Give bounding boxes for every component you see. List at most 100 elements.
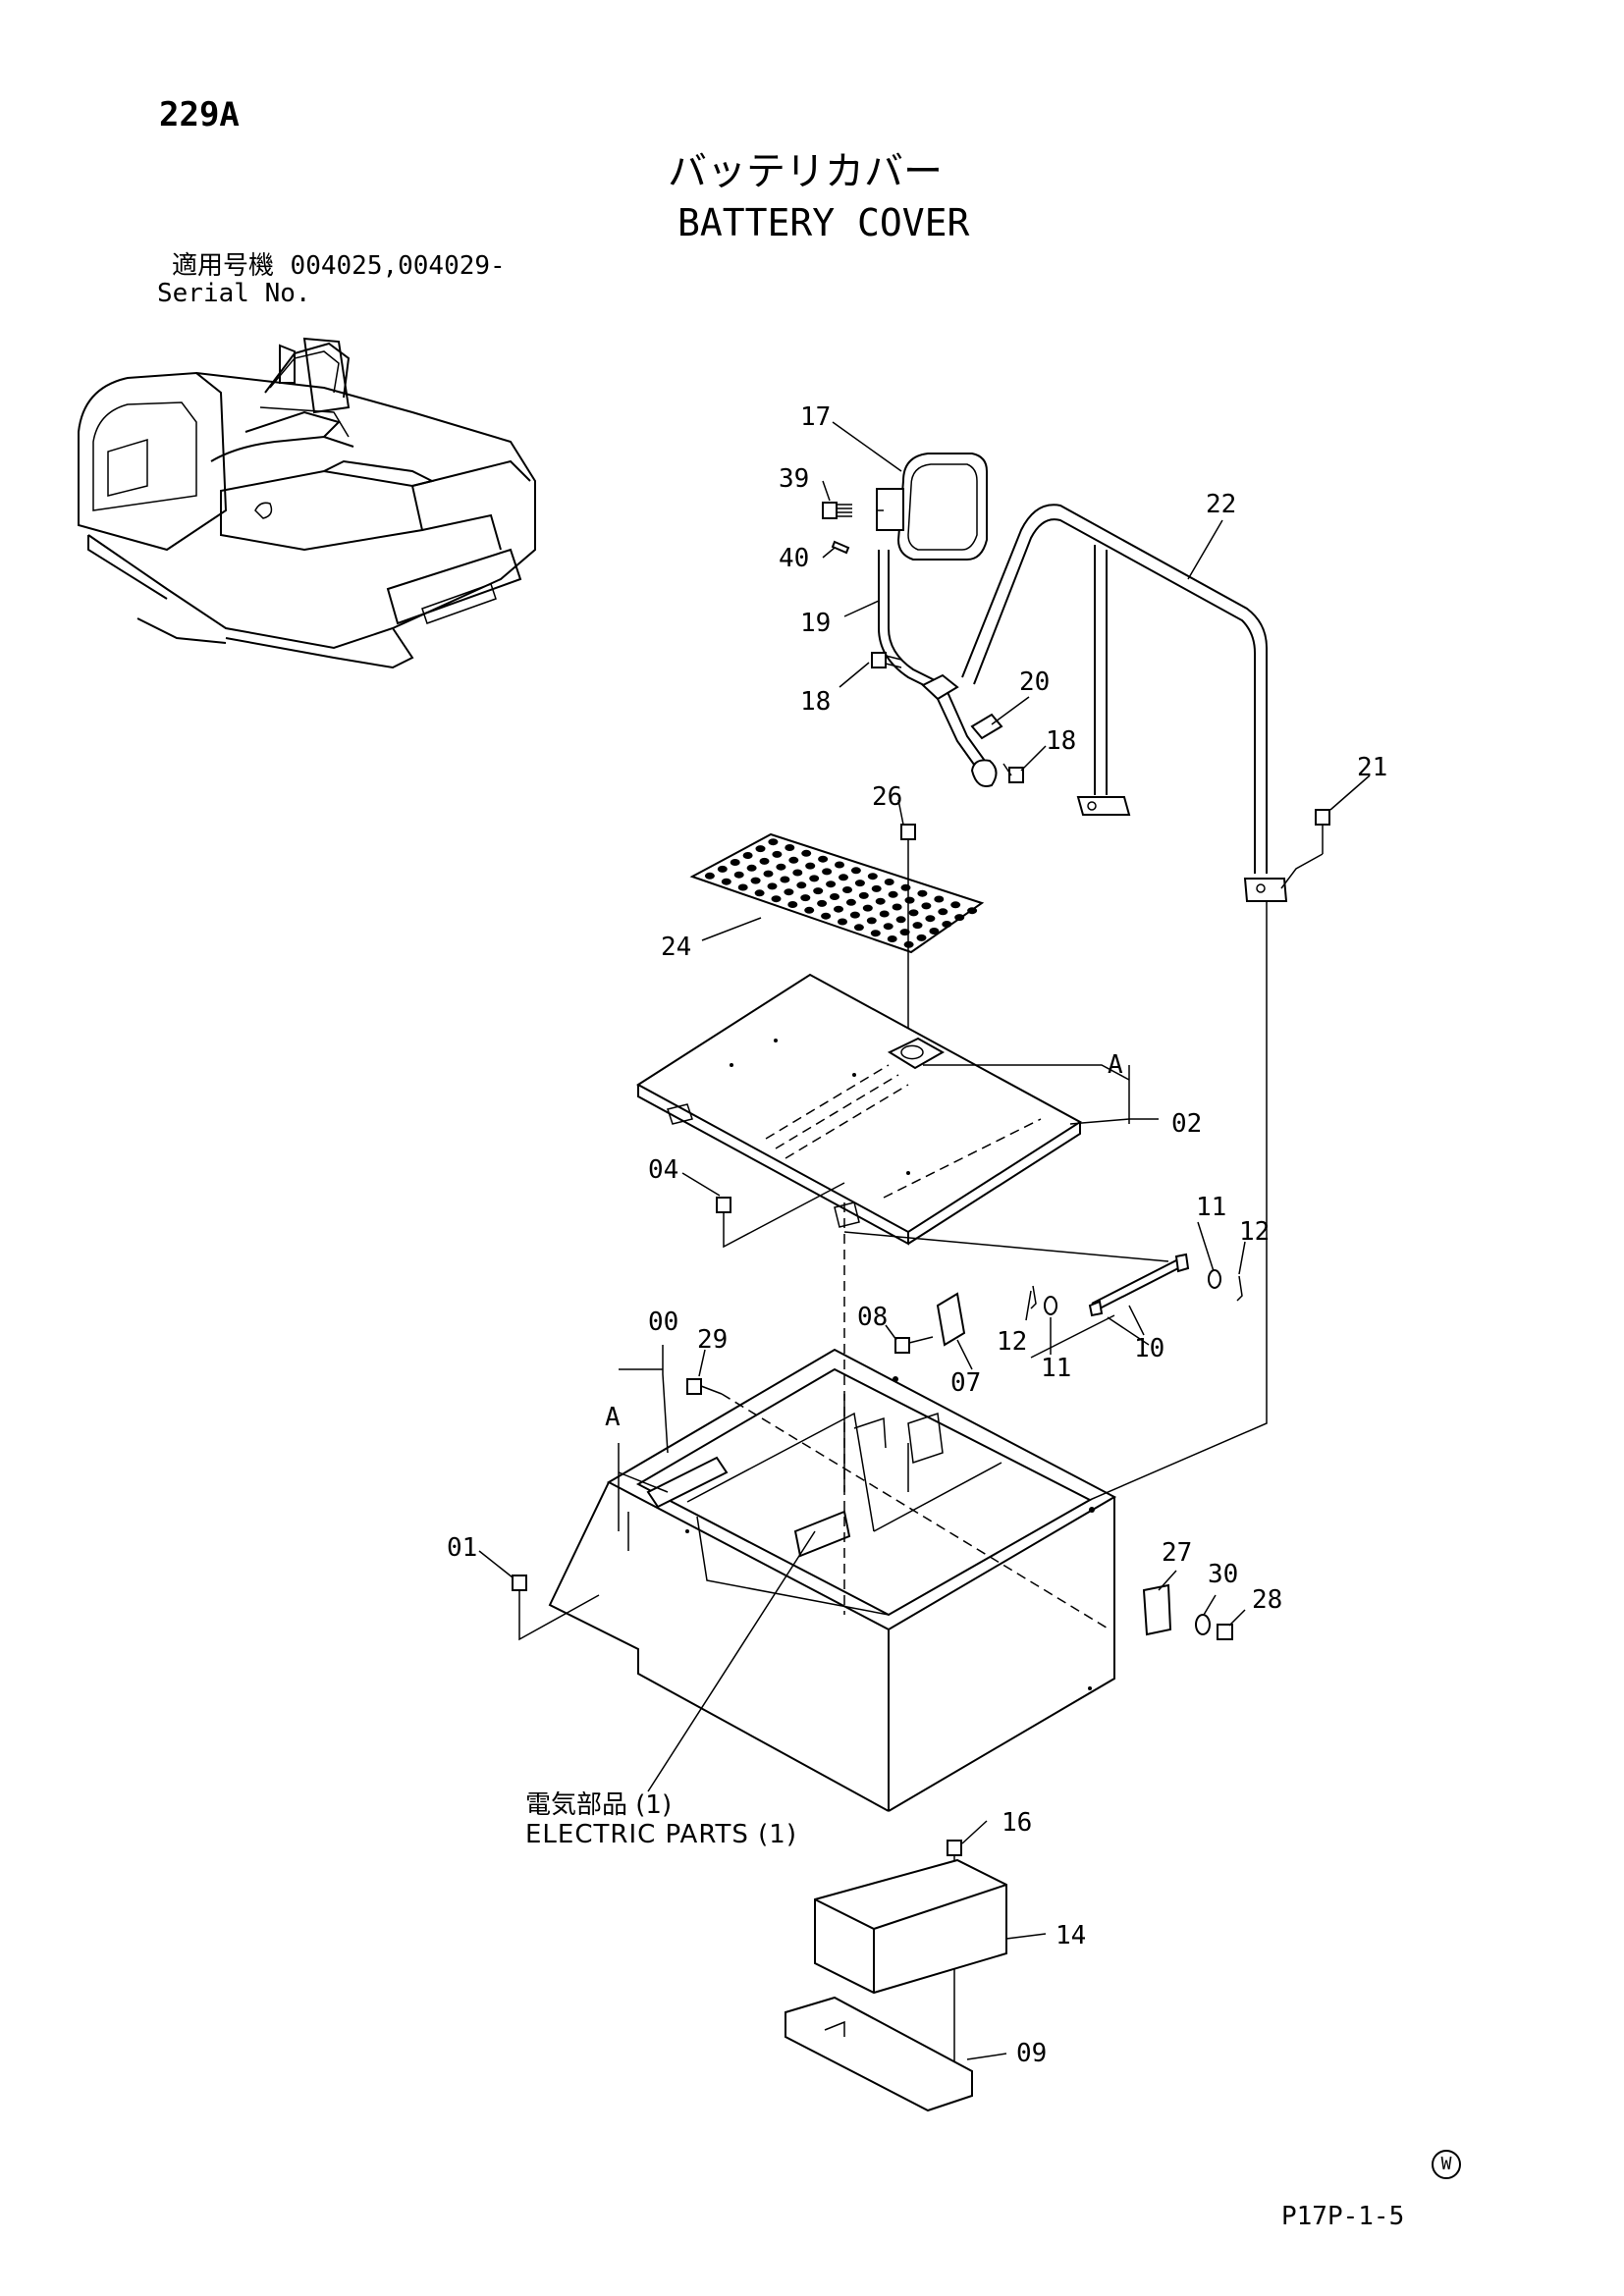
callout-30: 30 [1208, 1560, 1238, 1589]
mirror-assembly [822, 453, 1024, 787]
callout-19: 19 [800, 609, 831, 638]
callout-24: 24 [661, 933, 691, 962]
perforation-hole [763, 870, 774, 878]
perforation-hole [916, 934, 927, 941]
perforation-hole [721, 878, 731, 885]
callout-labels: 17 39 40 19 18 20 18 22 21 26 24 A 02 04… [447, 402, 1387, 2068]
perforation-hole [938, 908, 948, 916]
perforation-hole [850, 867, 861, 875]
perforation-hole [800, 894, 811, 902]
perforation-hole [822, 868, 833, 876]
perforation-hole [796, 881, 807, 889]
callout-18-right: 18 [1046, 726, 1076, 756]
callout-21: 21 [1357, 753, 1387, 782]
perforation-hole [750, 877, 761, 884]
perforation-hole [839, 874, 848, 881]
callout-10: 10 [1134, 1334, 1164, 1363]
perforation-hole [737, 883, 748, 891]
perforation-hole [883, 923, 893, 931]
callout-18-left: 18 [800, 687, 831, 717]
perforation-hole [704, 872, 715, 880]
perforation-hole [788, 856, 799, 864]
callout-17: 17 [800, 402, 831, 432]
w-mark-icon: W [1432, 2150, 1461, 2179]
perforation-hole [755, 845, 766, 853]
callout-39: 39 [779, 464, 809, 494]
perforation-hole [888, 890, 898, 898]
title-japanese: バッテリカバー [668, 149, 943, 194]
callout-26: 26 [872, 782, 902, 812]
perforation-hole [733, 871, 744, 879]
perforation-hole [776, 863, 786, 871]
perforation-hole [921, 902, 932, 910]
callout-16: 16 [1001, 1808, 1032, 1838]
callout-28: 28 [1252, 1585, 1282, 1615]
perforation-hole [950, 901, 961, 909]
perforation-hole [805, 862, 816, 870]
perforation-hole [862, 904, 873, 912]
callout-29: 29 [697, 1325, 728, 1355]
battery-cover-lid [636, 973, 1082, 1246]
title-english: BATTERY COVER [677, 201, 970, 244]
perforation-hole [826, 881, 837, 888]
footer-code: P17P-1-5 [1281, 2202, 1405, 2231]
perforation-hole [849, 911, 860, 919]
callout-02: 02 [1171, 1109, 1202, 1139]
latch-hardware [1089, 901, 1268, 1640]
perforation-hole [767, 882, 778, 890]
perforation-hole [867, 873, 878, 881]
perforation-hole [730, 859, 740, 866]
perforation-hole [792, 869, 803, 877]
perforation-hole [942, 921, 952, 928]
callout-12-right: 12 [1239, 1217, 1270, 1247]
callout-40: 40 [779, 544, 809, 573]
perforation-hole [870, 930, 881, 937]
perforation-hole [925, 915, 936, 923]
perforation-hole [854, 880, 865, 887]
perforation-hole [866, 917, 877, 925]
perforation-hole [787, 901, 798, 908]
perforation-hole [842, 886, 852, 893]
perforation-hole [742, 852, 753, 859]
perforation-hole [929, 928, 940, 934]
leader-lines [478, 421, 1371, 2060]
perforation-hole [871, 884, 882, 892]
callout-04: 04 [648, 1155, 678, 1185]
perforation-hole [818, 855, 829, 863]
callout-detail-a-upper: A [1108, 1050, 1123, 1080]
perforation-hole [772, 850, 783, 858]
callout-22: 22 [1206, 490, 1236, 519]
tray-assembly [785, 1840, 1007, 2112]
callout-01: 01 [447, 1533, 477, 1563]
serial-applicability: 適用号機 004025,004029- [172, 253, 506, 279]
perforation-hole [780, 876, 790, 883]
perforation-hole [875, 897, 886, 905]
perforation-hole [817, 899, 828, 907]
perforation-hole [785, 844, 795, 851]
bolt-01 [512, 1575, 600, 1641]
excavator-thumbnail [78, 337, 536, 669]
perforation-hole [892, 903, 902, 911]
perforation-hole [908, 909, 919, 917]
perforation-hole [746, 864, 757, 872]
perforation-hole [813, 887, 824, 895]
perforation-hole [934, 895, 945, 903]
callout-11-right: 11 [1196, 1193, 1226, 1222]
callout-27: 27 [1162, 1538, 1192, 1568]
perforation-hole [784, 888, 794, 896]
perforated-plate [689, 824, 985, 1173]
battery-box [548, 1202, 1117, 1812]
perforation-hole [801, 849, 812, 857]
bolt-04 [716, 1182, 845, 1249]
perforation-hole [967, 907, 978, 915]
callout-07: 07 [950, 1368, 981, 1398]
perforation-hole [771, 895, 782, 903]
perforation-hole [884, 879, 894, 885]
perforation-hole [900, 883, 911, 891]
callout-11-left: 11 [1041, 1354, 1071, 1383]
perforation-hole [717, 865, 728, 873]
perforation-hole [834, 905, 843, 913]
perforation-hole [754, 889, 765, 897]
callout-detail-a-lower: A [605, 1403, 621, 1432]
serial-label-en: Serial No. [157, 279, 311, 308]
